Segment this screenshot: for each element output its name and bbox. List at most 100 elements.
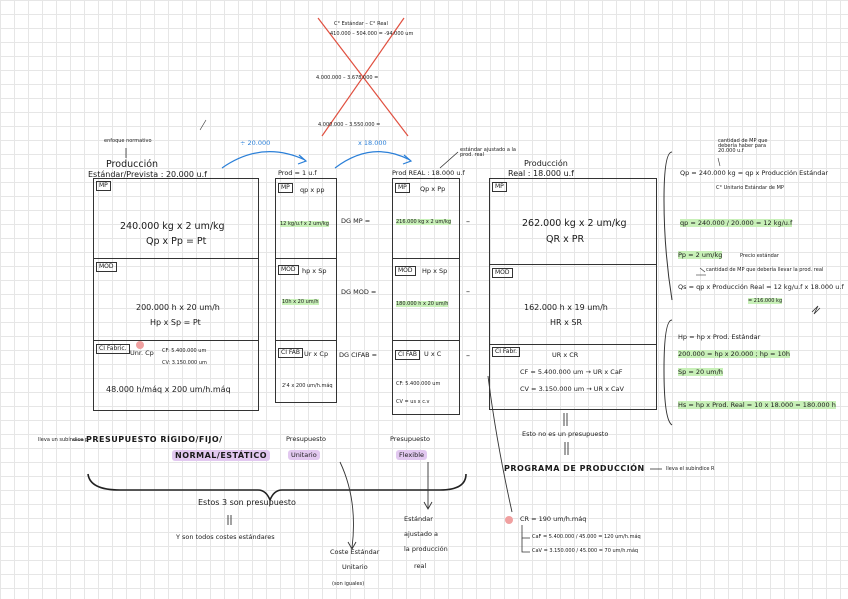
- box2-mod-tag: MOD: [278, 265, 299, 275]
- top-line-2: 410.000 – 504.000 = -94.000 um: [330, 31, 414, 37]
- qp-sub: C° Unitario Estándar de MP: [716, 185, 784, 191]
- std-ajust-2: ajustado a: [404, 530, 438, 538]
- box1-mp-line1: 240.000 kg x 2 um/kg: [120, 221, 225, 232]
- coste-std-2: Unitario: [342, 563, 368, 571]
- dg-mod: DG MOD =: [341, 288, 377, 296]
- box2-mod-value: 10h x 20 um/h: [282, 299, 319, 305]
- normal-estatico: NORMAL/ESTÁTICO: [172, 450, 271, 461]
- box4-mod-line1: 162.000 h x 19 um/h: [524, 303, 608, 312]
- presupuesto-flexible-1: Presupuesto: [390, 435, 430, 443]
- arrow-divide-label: ÷ 20.000: [240, 139, 271, 147]
- box4-cif-line3: CV = 3.150.000 um → UR x CaV: [520, 385, 624, 393]
- box4-mp-line1: 262.000 kg x 2 um/kg: [522, 218, 627, 229]
- std-ajust-1: Estándar: [404, 515, 433, 523]
- pp-line: Pp = 2 um/kg: [678, 251, 723, 259]
- estos-3: Estos 3 son presupuesto: [198, 498, 296, 507]
- std-ajust-4: real: [414, 562, 427, 570]
- box-presupuesto-rigido: [93, 178, 259, 411]
- no-presupuesto: Esto no es un presupuesto: [522, 430, 609, 438]
- box4-mod-tag: MOD: [492, 268, 513, 278]
- box3-cif-formula: U x C: [424, 350, 442, 358]
- top-line-1: C° Estándar – C° Real: [334, 21, 388, 27]
- box1-mp-tag: MP: [96, 181, 111, 191]
- box1-cif-formula: Unr. Cp: [130, 349, 154, 357]
- dash-mp: –: [466, 217, 470, 226]
- box4-cif-tag: CI Fabr.: [492, 347, 521, 357]
- box4-mp-tag: MP: [492, 182, 507, 192]
- presupuesto-flexible-2: Flexible: [396, 450, 428, 460]
- left-note: lleva un subíndice p: [38, 437, 89, 443]
- std-ajust-3: la producción: [404, 545, 448, 553]
- presupuesto-rigido: PRESUPUESTO RÍGIDO/FIJO/: [86, 435, 223, 444]
- arrow-multiply-label: x 18.000: [358, 139, 387, 147]
- box3-cif-cv: CV = us x c.v: [396, 399, 430, 405]
- dash-mod: –: [466, 287, 470, 296]
- box4-cif-line2: CF = 5.400.000 um → UR x CaF: [520, 368, 623, 376]
- std-ajustado-note: estándar ajustado a la prod. real: [460, 147, 516, 158]
- prod-real-flex: Prod REAL : 18.000 u.f: [392, 169, 465, 177]
- box1-cif-line: 48.000 h/máq x 200 um/h.máq: [106, 385, 231, 394]
- bottom-brace: [87, 473, 467, 503]
- cav-line: CaV = 3.150.000 / 45.000 = 70 um/h.máq: [532, 548, 639, 554]
- box4-mod-line2: HR x SR: [550, 318, 583, 327]
- box-real: [489, 178, 657, 410]
- top-line-3: 4.000.000 – 3.678.000 =: [316, 75, 379, 81]
- programa-note: lleva el subíndice R: [666, 466, 715, 472]
- box3-cif-cf: CF: 5.400.000 um: [396, 381, 441, 387]
- coste-std-1: Coste Estándar: [330, 548, 380, 556]
- box2-mp-formula: qp x pp: [300, 186, 325, 194]
- qs-result: = 216.000 kg: [748, 298, 783, 304]
- box4-mp-line2: QR x PR: [546, 234, 585, 245]
- box3-mod-value: 180.000 h x 20 um/h: [396, 301, 449, 307]
- qp-line: Qp = 240.000 kg = qp x Producción Estánd…: [680, 169, 829, 177]
- box-presupuesto-flexible: [392, 178, 460, 415]
- hp-calc: 200.000 = hp x 20.000 ; hp = 10h: [678, 350, 790, 358]
- hp-line: Hp = hp x Prod. Estándar: [678, 333, 761, 341]
- coste-std-3: (son iguales): [332, 581, 365, 587]
- box3-mod-tag: MOD: [395, 266, 416, 276]
- box2-mp-tag: MP: [278, 183, 293, 193]
- dg-mp: DG MP =: [341, 217, 371, 225]
- prod-unit: Prod = 1 u.f: [278, 169, 317, 177]
- marker-dot-2: [505, 516, 513, 524]
- box3-cif-tag: CI FAB: [395, 350, 420, 360]
- qp-calc: qp = 240.000 / 20.000 = 12 kg/u.f: [680, 219, 793, 227]
- box4-cif-line1: UR x CR: [552, 351, 579, 359]
- box3-mp-tag: MP: [395, 183, 410, 193]
- enfoque-note: enfoque normativo: [104, 138, 152, 144]
- box3-mod-formula: Hp x Sp: [422, 267, 448, 275]
- top-line-4: 4.000.000 – 3.550.000 =: [318, 122, 381, 128]
- presupuesto-unitario-1: Presupuesto: [286, 435, 326, 443]
- marker-dot: [136, 341, 144, 349]
- arrow-multiply: [334, 151, 411, 169]
- box2-cif-formula: Ur x Cp: [304, 350, 329, 358]
- prod-std-value: Estándar/Prevista : 20.000 u.f: [88, 170, 207, 179]
- box1-cif-note2: CV: 3.150.000 um: [162, 360, 207, 366]
- dg-cif: DG CIFAB =: [339, 351, 378, 359]
- box2-cif-value: 2'4 x 200 um/h.máq: [282, 383, 333, 389]
- sp-line: Sp = 20 um/h: [678, 368, 723, 376]
- prod-real-value: Real : 18.000 u.f: [508, 169, 574, 178]
- dash-cif: –: [466, 351, 470, 360]
- box1-mod-line2: Hp x Sp = Pt: [150, 318, 201, 327]
- prod-real-label: Producción: [524, 159, 568, 168]
- hs-line: Hs = hp x Prod. Real = 10 x 18.000 = 180…: [678, 401, 836, 409]
- caf-line: CaF = 5.400.000 / 45.000 = 120 um/h.máq: [532, 534, 641, 540]
- box1-cif-note1: CF: 5.400.000 um: [162, 348, 207, 354]
- cr-line: CR = 190 um/h.máq: [520, 515, 587, 523]
- box1-mod-line1: 200.000 h x 20 um/h: [136, 303, 220, 312]
- programa-produccion: PROGRAMA DE PRODUCCIÓN: [504, 464, 645, 473]
- box3-mp-value: 216.000 kg x 2 um/kg: [396, 219, 452, 225]
- pp-note: Precio estándar: [740, 253, 779, 259]
- box2-mp-value: 12 kg/u.f x 2 um/kg: [280, 221, 329, 227]
- box3-mp-formula: Qp x Pp: [420, 185, 446, 193]
- box-presupuesto-unitario: [275, 178, 337, 403]
- prod-std-label: Producción: [106, 159, 159, 170]
- qs-line: Qs = qp x Producción Real = 12 kg/u.f x …: [678, 283, 844, 291]
- costes-estandares: Y son todos costes estándares: [176, 533, 275, 541]
- box1-mod-tag: MOD: [96, 262, 117, 272]
- qs-note: cantidad de MP que debería llevar la pro…: [706, 267, 824, 273]
- presupuesto-unitario-2: Unitario: [288, 450, 320, 460]
- box1-mp-line2: Qp x Pp = Pt: [146, 236, 207, 247]
- box2-cif-tag: CI FAB: [278, 348, 303, 358]
